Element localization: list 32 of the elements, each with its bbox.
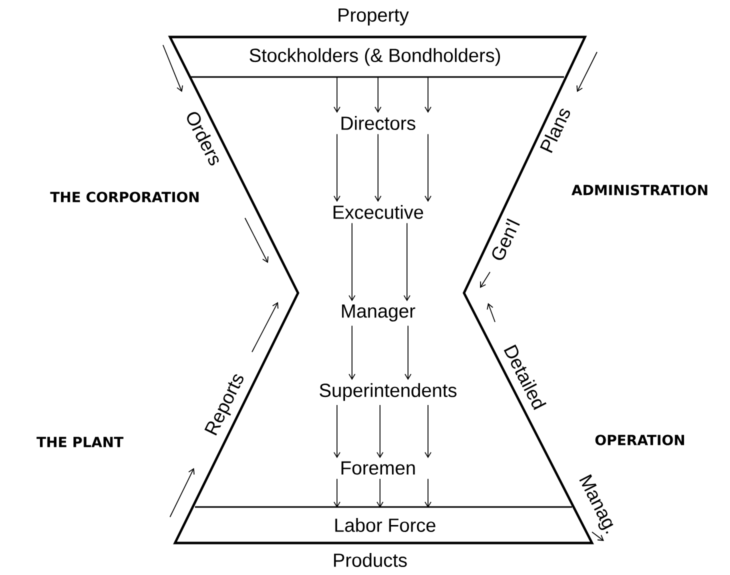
level-label: Superintendents xyxy=(320,383,456,401)
arrow xyxy=(424,404,432,458)
arrow xyxy=(374,76,382,113)
arrow xyxy=(424,478,432,508)
arrow xyxy=(404,325,412,380)
side-label: Orders xyxy=(187,112,219,166)
band-box: Stockholders (& Bondholders) xyxy=(190,48,564,78)
side-label: Property xyxy=(338,8,409,26)
band-box: Labor Force xyxy=(195,506,572,532)
arrow xyxy=(376,478,384,508)
arrow xyxy=(334,404,340,458)
region-label: OPERATION xyxy=(595,434,684,446)
level-label: Excecutive xyxy=(334,205,424,219)
arrow xyxy=(424,76,432,113)
side-label: Plans xyxy=(540,108,570,153)
arrow xyxy=(404,222,410,302)
arrow xyxy=(348,222,356,302)
level-label: Directors xyxy=(342,116,416,130)
arrow xyxy=(374,134,382,202)
level-label: Foremen xyxy=(342,461,415,475)
arrow xyxy=(334,76,340,113)
arrow xyxy=(348,325,356,380)
arrow xyxy=(334,134,340,202)
arrow xyxy=(334,478,340,508)
side-label: Products xyxy=(334,553,407,567)
region-label: THE CORPORATION xyxy=(50,192,199,202)
arrow xyxy=(376,404,384,458)
level-label: Manager xyxy=(342,304,416,322)
region-label: ADMINISTRATION xyxy=(572,184,708,196)
side-label: Gen'l xyxy=(492,218,520,260)
region-label: THE PLANT xyxy=(36,436,124,448)
arrow xyxy=(424,134,432,202)
